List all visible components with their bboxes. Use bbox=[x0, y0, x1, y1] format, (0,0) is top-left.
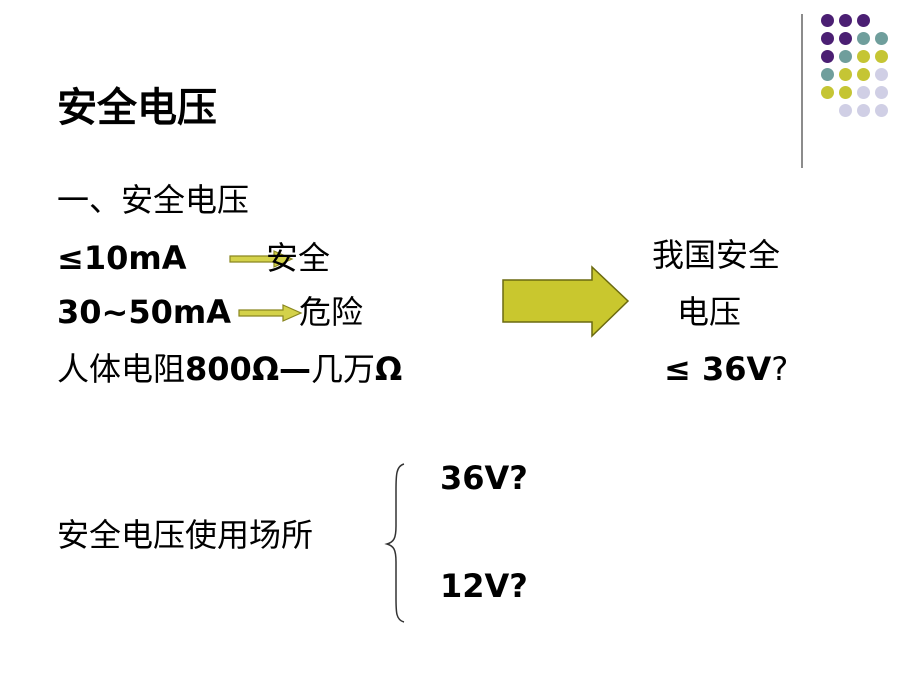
decorative-dot bbox=[857, 32, 870, 45]
conclusion-question-mark: ? bbox=[771, 350, 789, 388]
decorative-dot bbox=[839, 68, 852, 81]
decorative-dot bbox=[875, 86, 888, 99]
body-resistance-prefix: 人体电阻 bbox=[57, 350, 186, 388]
decorative-divider-line bbox=[801, 14, 803, 168]
decorative-dot bbox=[857, 86, 870, 99]
body-resistance-line: 人体电阻800Ω—几万Ω bbox=[57, 353, 402, 385]
current-high-result: 危险 bbox=[299, 293, 364, 331]
decorative-dot bbox=[821, 86, 834, 99]
decorative-dot bbox=[821, 32, 834, 45]
decorative-dot bbox=[875, 50, 888, 63]
small-arrow-2 bbox=[238, 304, 303, 322]
decorative-dot bbox=[857, 68, 870, 81]
usage-option-36v: 36V? bbox=[440, 459, 528, 497]
current-low-result: 安全 bbox=[266, 239, 331, 277]
big-arrow bbox=[502, 265, 630, 338]
section-heading: 一、安全电压 bbox=[57, 181, 250, 219]
usage-option-12v: 12V? bbox=[440, 567, 528, 605]
slide-title: 安全电压 bbox=[57, 85, 217, 131]
decorative-dot bbox=[821, 50, 834, 63]
decorative-dot bbox=[875, 68, 888, 81]
small-arrow-1 bbox=[229, 250, 294, 268]
conclusion-line-2: 电压 bbox=[677, 293, 742, 331]
decorative-dot bbox=[839, 32, 852, 45]
curly-brace bbox=[384, 463, 405, 623]
body-resistance-range: 800Ω— bbox=[185, 350, 312, 388]
decorative-dot bbox=[857, 50, 870, 63]
conclusion-line-1: 我国安全 bbox=[652, 236, 781, 274]
decorative-dot bbox=[839, 86, 852, 99]
decorative-dot bbox=[839, 50, 852, 63]
decorative-dot bbox=[821, 68, 834, 81]
decorative-dot bbox=[875, 104, 888, 117]
current-high-label: 30~50mA bbox=[57, 293, 231, 331]
decorative-dot bbox=[839, 104, 852, 117]
omega-symbol: Ω bbox=[375, 350, 403, 388]
decorative-dot bbox=[875, 32, 888, 45]
conclusion-value: ≤ 36V bbox=[664, 350, 772, 388]
current-low-label: ≤10mA bbox=[57, 239, 187, 277]
body-resistance-suffix: 几万 bbox=[311, 350, 376, 388]
decorative-dot bbox=[839, 14, 852, 27]
usage-label: 安全电压使用场所 bbox=[57, 516, 314, 554]
decorative-dot bbox=[857, 14, 870, 27]
decorative-dot bbox=[821, 14, 834, 27]
decorative-dot bbox=[857, 104, 870, 117]
conclusion-value-line: ≤ 36V? bbox=[664, 353, 788, 385]
